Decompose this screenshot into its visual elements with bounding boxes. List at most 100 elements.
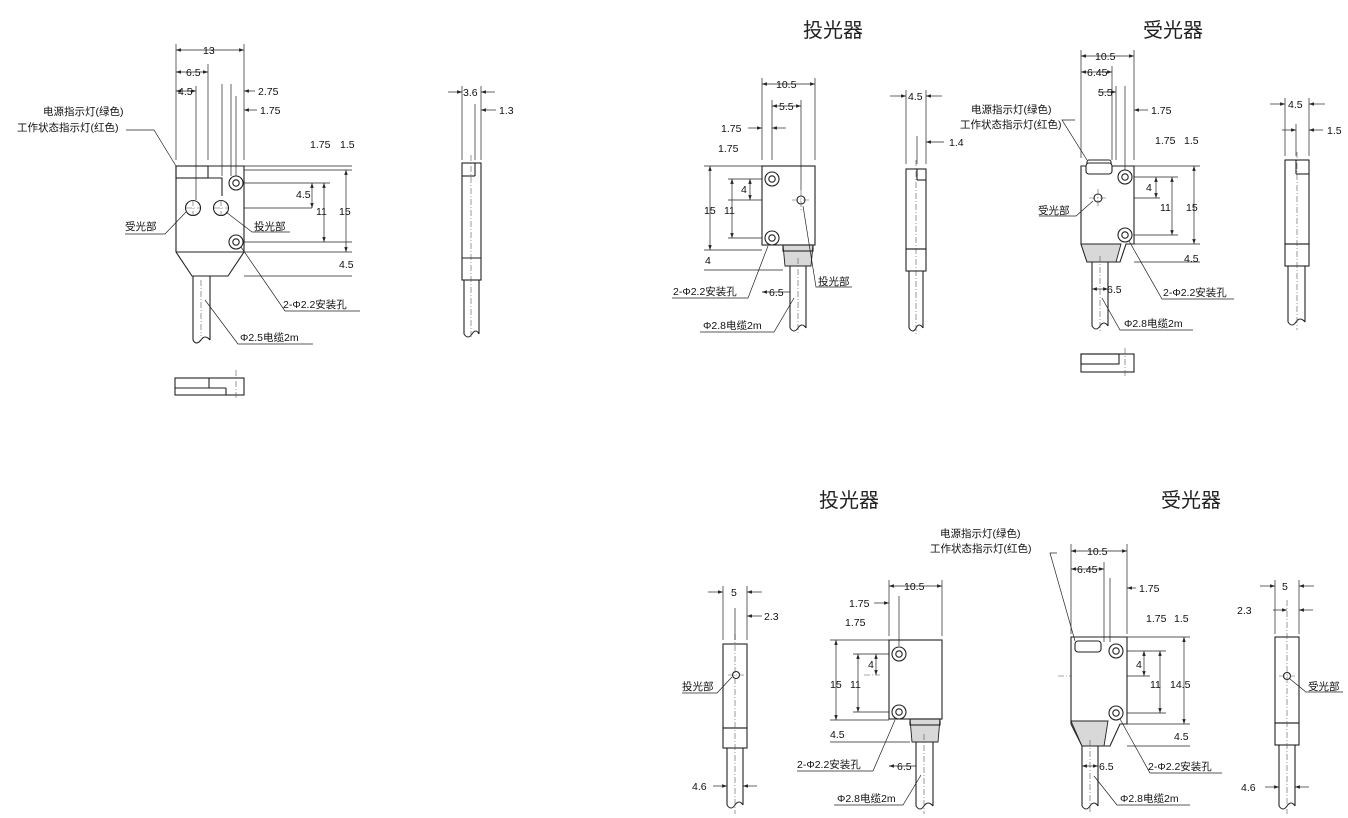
label-emitter-part-b: 投光部 bbox=[818, 275, 850, 288]
view-d-side: 5 2.3 投光部 4.6 bbox=[682, 586, 779, 814]
dim-14-5: 14.5 bbox=[1170, 679, 1191, 691]
view-e-front bbox=[1058, 636, 1128, 814]
dim-1-75-h: 1.75 bbox=[845, 617, 866, 629]
view-b-dims: 10.5 5.5 1.75 1.75 15 11 4 4 6.5 2-Φ2.2安… bbox=[672, 78, 852, 333]
dim-15-b: 15 bbox=[704, 205, 716, 217]
dim-15-a: 15 bbox=[339, 206, 351, 218]
dim-11-b: 11 bbox=[724, 205, 735, 217]
view-a-top bbox=[174, 370, 245, 400]
dim-1-5-c: 1.5 bbox=[1327, 125, 1342, 137]
dim-6-5-d: 6.5 bbox=[897, 761, 912, 773]
view-c-top bbox=[1080, 348, 1135, 378]
label-status-led-e: 工作状态指示灯(红色) bbox=[930, 542, 1032, 555]
title-top-emitter: 投光器 bbox=[803, 18, 863, 42]
label-cable-c: Φ2.8电缆2m bbox=[1124, 317, 1183, 330]
dim-1-75-b: 1.75 bbox=[310, 139, 331, 151]
label-power-led-c: 电源指示灯(绿色) bbox=[971, 103, 1052, 116]
dim-4-5-d: 4.5 bbox=[830, 729, 845, 741]
dim-5-d: 5 bbox=[731, 587, 737, 599]
section-titles: 投光器 受光器 投光器 受光器 bbox=[803, 18, 1221, 512]
dim-1-75-d: 1.75 bbox=[718, 143, 739, 155]
label-cable-d: Φ2.8电缆2m bbox=[837, 792, 896, 805]
label-mount-holes-e: 2-Φ2.2安装孔 bbox=[1148, 760, 1212, 773]
dim-3-6: 3.6 bbox=[463, 87, 478, 99]
label-mount-holes-c: 2-Φ2.2安装孔 bbox=[1163, 286, 1227, 299]
view-c-dims: 10.5 6.45 5.5 1.75 1.75 1.5 15 11 4 4.5 … bbox=[960, 50, 1234, 331]
dim-11-a: 11 bbox=[316, 206, 327, 218]
dim-6-5-e: 6.5 bbox=[1099, 761, 1114, 773]
dim-1-75-c: 1.75 bbox=[721, 123, 742, 135]
dim-4-6-e: 4.6 bbox=[1241, 782, 1256, 794]
view-b-front bbox=[761, 165, 816, 334]
view-a-dims: 13 6.5 4.5 2.75 1.75 1.75 1.5 15 11 4.5 … bbox=[17, 44, 360, 345]
view-e-side: 5 2.3 受光部 4.6 bbox=[1237, 580, 1343, 814]
label-emitter-part-d: 投光部 bbox=[682, 680, 714, 693]
label-status-led-a: 工作状态指示灯(红色) bbox=[17, 121, 119, 134]
dim-15-d: 15 bbox=[830, 679, 842, 691]
dim-6-5-c: 6.5 bbox=[1107, 284, 1122, 296]
view-c-side: 4.5 1.5 bbox=[1270, 98, 1342, 330]
dim-4-5-c: 4.5 bbox=[339, 259, 354, 271]
label-status-led-c: 工作状态指示灯(红色) bbox=[960, 118, 1062, 131]
dim-4-b2: 4 bbox=[705, 255, 711, 267]
title-bottom-emitter: 投光器 bbox=[819, 488, 879, 512]
dim-6-5-b: 6.5 bbox=[769, 287, 784, 299]
view-a-side: 3.6 1.3 bbox=[448, 86, 514, 338]
dim-2-3-e: 2.3 bbox=[1237, 605, 1252, 617]
dim-1-75-i: 1.75 bbox=[1139, 583, 1160, 595]
dim-6-45-e: 6.45 bbox=[1077, 564, 1098, 576]
label-cable-b: Φ2.8电缆2m bbox=[703, 319, 762, 332]
label-mount-holes-b: 2-Φ2.2安装孔 bbox=[673, 285, 737, 298]
dim-5-5-b: 5.5 bbox=[779, 101, 794, 113]
title-top-receiver: 受光器 bbox=[1143, 18, 1203, 42]
dim-10-5-b: 10.5 bbox=[776, 79, 797, 91]
dim-11-e: 11 bbox=[1150, 679, 1161, 691]
dim-13: 13 bbox=[203, 45, 215, 57]
label-receiver-part-c: 受光部 bbox=[1038, 204, 1070, 217]
dim-1-75-f: 1.75 bbox=[1155, 135, 1176, 147]
label-cable-a: Φ2.5电缆2m bbox=[240, 331, 299, 344]
dim-11-d: 11 bbox=[850, 679, 861, 691]
title-bottom-receiver: 受光器 bbox=[1161, 488, 1221, 512]
dim-1-75-e: 1.75 bbox=[1151, 105, 1172, 117]
label-mount-holes-a: 2-Φ2.2安装孔 bbox=[283, 298, 347, 311]
dim-4-5-c-side: 4.5 bbox=[1288, 99, 1303, 111]
dim-4-d: 4 bbox=[868, 659, 874, 671]
dim-1-75-j: 1.75 bbox=[1146, 613, 1167, 625]
view-e-dims: 10.5 6.45 1.75 1.75 1.5 14.5 11 4 4.5 6.… bbox=[930, 527, 1222, 806]
dim-6-45-c: 6.45 bbox=[1087, 67, 1108, 79]
label-receiver-part-e: 受光部 bbox=[1308, 680, 1340, 693]
label-receiver-part-a: 受光部 bbox=[125, 220, 157, 233]
dim-10-5-e: 10.5 bbox=[1087, 546, 1108, 558]
dim-4-5-b: 4.5 bbox=[296, 189, 311, 201]
dim-6-5-a: 6.5 bbox=[186, 67, 201, 79]
dim-4-5-b-side: 4.5 bbox=[908, 91, 923, 103]
view-d-dims: 10.5 1.75 1.75 15 11 4 4.5 6.5 2-Φ2.2安装孔… bbox=[797, 580, 943, 806]
dim-11-c: 11 bbox=[1160, 202, 1171, 214]
dim-2-75-a: 2.75 bbox=[258, 86, 279, 98]
view-d-front bbox=[864, 639, 943, 814]
dim-1-75-g: 1.75 bbox=[849, 598, 870, 610]
dim-4-5-c: 4.5 bbox=[1184, 253, 1199, 265]
dim-4-5-a: 4.5 bbox=[178, 86, 193, 98]
dim-4-6-d: 4.6 bbox=[692, 781, 707, 793]
dim-1-5-b: 1.5 bbox=[1184, 135, 1199, 147]
dim-2-3-d: 2.3 bbox=[764, 611, 779, 623]
view-a-front bbox=[175, 165, 245, 344]
dim-4-e: 4 bbox=[1136, 659, 1142, 671]
label-cable-e: Φ2.8电缆2m bbox=[1120, 792, 1179, 805]
dim-10-5-c: 10.5 bbox=[1095, 51, 1116, 63]
dim-5-5-c: 5.5 bbox=[1098, 87, 1113, 99]
label-mount-holes-d: 2-Φ2.2安装孔 bbox=[797, 758, 861, 771]
view-b-side: 4.5 1.4 bbox=[890, 90, 964, 336]
dim-15-c: 15 bbox=[1186, 202, 1198, 214]
view-c-front bbox=[1080, 159, 1135, 332]
label-emitter-part-a: 投光部 bbox=[254, 220, 286, 233]
dim-4-5-e: 4.5 bbox=[1174, 731, 1189, 743]
dim-1-5-e: 1.5 bbox=[1174, 613, 1189, 625]
dim-1-4: 1.4 bbox=[949, 137, 964, 149]
dim-10-5-d: 10.5 bbox=[904, 581, 925, 593]
label-power-led-a: 电源指示灯(绿色) bbox=[43, 105, 124, 118]
dim-1-75-a: 1.75 bbox=[260, 105, 281, 117]
